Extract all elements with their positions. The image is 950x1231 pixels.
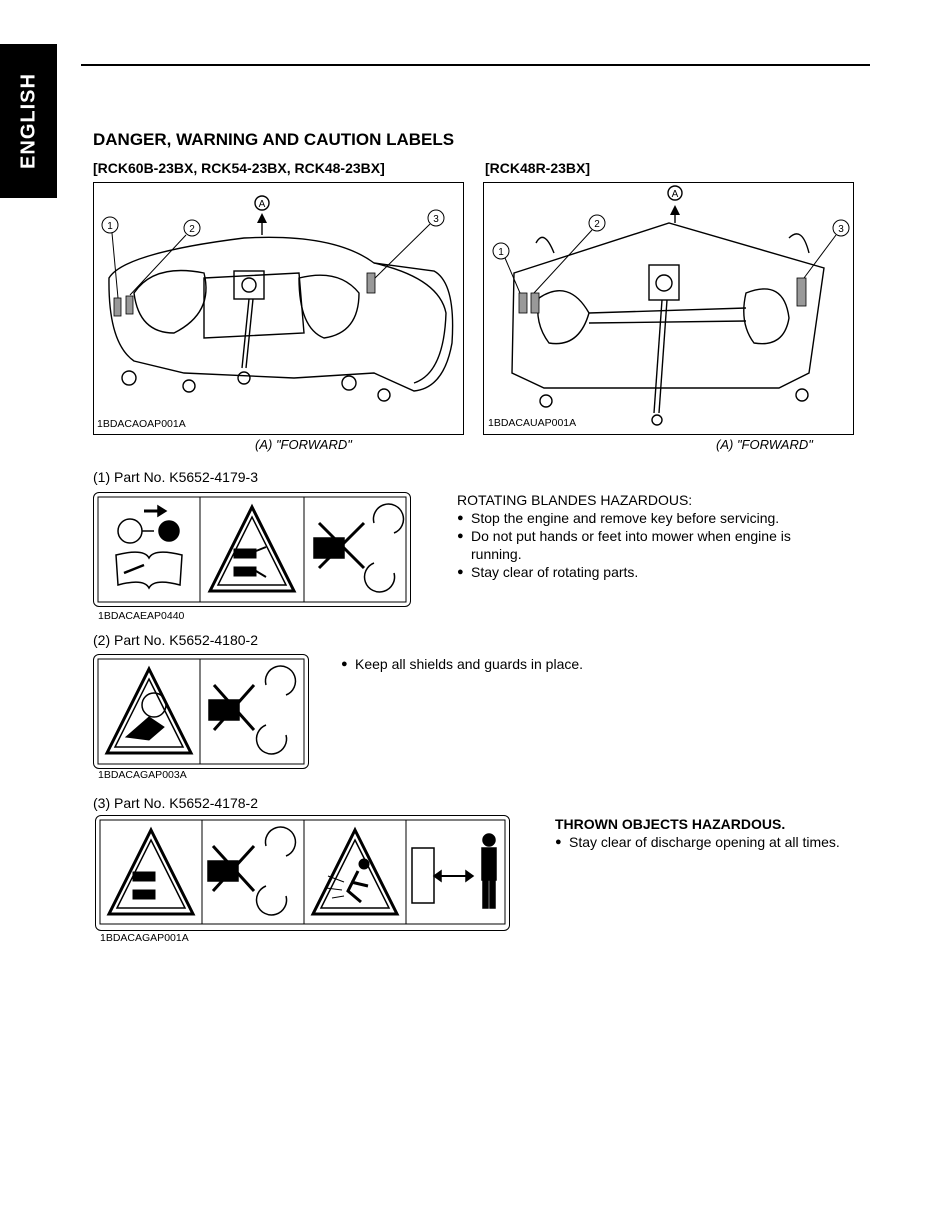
mower-deck-illustration: A 1 2 3 [101,195,454,402]
language-tab-label: ENGLISH [17,73,39,169]
language-tab: ENGLISH [0,44,57,198]
label-1-bullet-2: Do not put hands or feet into mower when… [457,527,821,563]
label-3-pictograms [99,819,506,925]
label-3-code: 1BDACAGAP001A [100,932,189,944]
entanglement-warning-icon [104,665,194,755]
label-1-text: ROTATING BLANDES HAZARDOUS: Stop the eng… [457,491,857,581]
label-3-heading: THROWN OBJECTS HAZARDOUS. [555,816,786,832]
callout-a: A [259,199,266,210]
figure-1-code: 1BDACAOAP001A [97,418,186,430]
label-2-code: 1BDACAGAP003A [98,769,187,781]
hand-hazard-warning-icon [207,503,297,593]
label-1-bullet-1: Stop the engine and remove key before se… [457,509,857,527]
figure-1-caption: (A) "FORWARD" [255,437,352,452]
figure-2-subtitle: [RCK48R-23BX] [485,160,591,176]
label-1-bullet-3: Stay clear of rotating parts. [457,563,857,581]
keep-distance-icon [411,833,497,909]
callout-3: 3 [433,214,439,225]
label-1-code: 1BDACAEAP0440 [98,610,185,622]
label-2-pictograms [97,658,305,765]
no-hands-blade-icon-2 [208,665,297,755]
figure-1-subtitle: [RCK60B-23BX, RCK54-23BX, RCK48-23BX] [93,160,385,176]
label-1-decal [93,492,411,607]
label-1-pictograms [97,496,407,603]
label-3-part-number: (3) Part No. K5652-4178-2 [93,795,258,811]
callout-2: 2 [189,224,195,235]
no-hands-blade-icon [313,503,405,593]
mower-deck-illustration-2: A 1 2 3 [492,185,850,426]
figure-2-mower-deck: A 1 2 3 1BDACAUAP001A [483,182,854,435]
label-3-text: THROWN OBJECTS HAZARDOUS. Stay clear of … [555,815,885,851]
label-1-heading: ROTATING BLANDES HAZARDOUS: [457,492,693,508]
callout-2-2: 2 [594,219,600,230]
page-title: DANGER, WARNING AND CAUTION LABELS [93,130,455,149]
hand-hazard-warning-icon-2 [106,826,196,916]
label-2-part-number: (2) Part No. K5652-4180-2 [93,632,258,648]
label-2-text: Keep all shields and guards in place. [341,655,741,673]
callout-3-2: 3 [838,224,844,235]
top-rule [81,64,870,66]
label-3-bullet-1: Stay clear of discharge opening at all t… [555,833,885,851]
label-3-decal [95,815,510,931]
callout-a-2: A [672,189,679,200]
no-hands-blade-icon-3 [207,826,297,916]
label-2-bullet-1: Keep all shields and guards in place. [341,655,741,673]
figure-2-caption: (A) "FORWARD" [716,437,813,452]
callout-1-2: 1 [498,247,504,258]
thrown-objects-warning-icon [310,826,400,916]
key-manual-icon [115,504,183,590]
callout-1: 1 [107,221,113,232]
label-1-part-number: (1) Part No. K5652-4179-3 [93,469,258,485]
figure-2-code: 1BDACAUAP001A [488,417,577,429]
figure-1-mower-deck: A 1 2 3 1BDACAOAP001A [93,182,464,435]
label-2-decal [93,654,309,769]
